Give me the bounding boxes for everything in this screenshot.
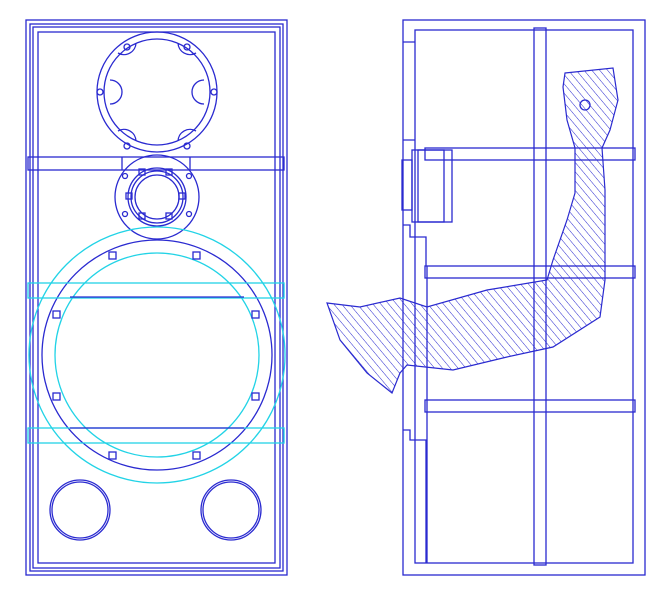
midrange-driver-side (401, 149, 453, 223)
side-section-view (326, 19, 646, 576)
midrange-driver (114, 154, 200, 240)
shelf-1 (424, 147, 636, 161)
side-cabinet-outline (402, 19, 646, 576)
cabinet-outline (25, 19, 288, 576)
port-right (200, 479, 262, 541)
baffle-steps (403, 41, 427, 563)
woofer-upper (96, 31, 218, 153)
port-left (49, 479, 111, 541)
bass-driver (27, 226, 286, 484)
front-view (25, 19, 288, 576)
side-cabinet-inner (414, 29, 634, 564)
port-right-inner (202, 481, 260, 539)
port-left-inner (51, 481, 109, 539)
shelf-3 (424, 399, 636, 413)
flexed-arm-illustration (326, 67, 619, 394)
brace-upper (27, 156, 285, 171)
fist-detail (579, 99, 591, 111)
shelf-2 (424, 265, 636, 279)
mid-mount (121, 157, 191, 170)
